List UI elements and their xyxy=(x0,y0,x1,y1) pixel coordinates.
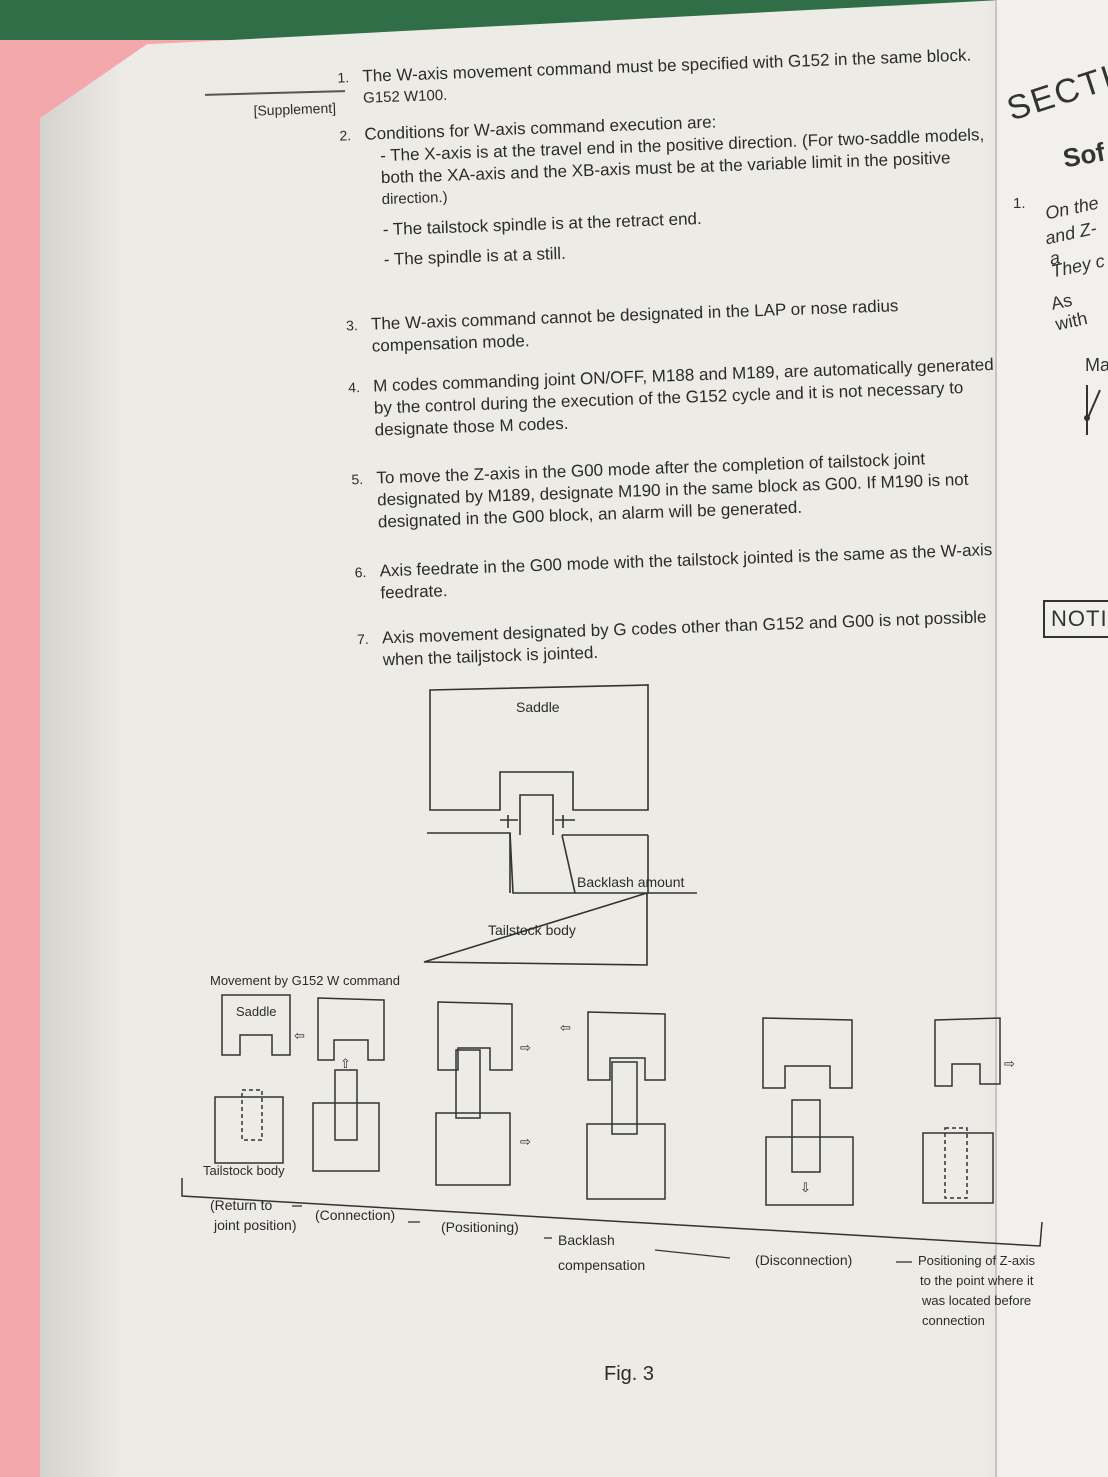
seq-tailstock-label: Tailstock body xyxy=(203,1163,285,1178)
figure-caption: Fig. 3 xyxy=(604,1363,654,1385)
manual-page xyxy=(40,0,1108,1477)
facing-page-diagram-fragment xyxy=(1084,385,1101,435)
facing-page-content: SECTIO Sof 1. On the and Z-a They c As w… xyxy=(995,0,1108,1477)
svg-text:⇩: ⇩ xyxy=(800,1180,811,1195)
step-6-label: Positioning of Z-axis xyxy=(918,1253,1036,1268)
notice-box: NOTIC xyxy=(1043,600,1108,638)
seq-saddle-label: Saddle xyxy=(236,1004,276,1019)
backlash-label: Backlash amount xyxy=(577,874,685,890)
svg-text:⇦: ⇦ xyxy=(294,1028,305,1043)
step-1-label: (Return to xyxy=(210,1197,272,1213)
svg-text:⇨: ⇨ xyxy=(520,1134,531,1149)
step-4-label: Backlash xyxy=(558,1232,615,1248)
saddle-notch xyxy=(519,794,554,835)
saddle-shape xyxy=(429,684,649,811)
svg-text:joint position): joint position) xyxy=(213,1217,297,1233)
step-2-label: (Connection) xyxy=(315,1207,395,1223)
svg-text:⇨: ⇨ xyxy=(520,1040,531,1055)
saddle-label: Saddle xyxy=(516,699,560,715)
sequence-steps xyxy=(181,994,1043,1247)
step-3-label: (Positioning) xyxy=(441,1219,519,1235)
svg-text:⇧: ⇧ xyxy=(340,1056,351,1071)
svg-text:⇨: ⇨ xyxy=(1004,1056,1015,1071)
svg-text:connection: connection xyxy=(922,1313,985,1328)
facing-page xyxy=(995,0,1108,1477)
svg-text:compensation: compensation xyxy=(558,1257,645,1273)
svg-text:was located before: was located before xyxy=(921,1293,1031,1308)
list-number: 1. xyxy=(1013,195,1026,212)
svg-text:⇦: ⇦ xyxy=(560,1020,571,1035)
step-5-label: (Disconnection) xyxy=(755,1252,852,1268)
movement-caption: Movement by G152 W command xyxy=(210,973,400,988)
tailstock-shape xyxy=(423,832,697,966)
svg-text:to the point where it: to the point where it xyxy=(920,1273,1034,1288)
tailstock-label: Tailstock body xyxy=(488,922,576,938)
